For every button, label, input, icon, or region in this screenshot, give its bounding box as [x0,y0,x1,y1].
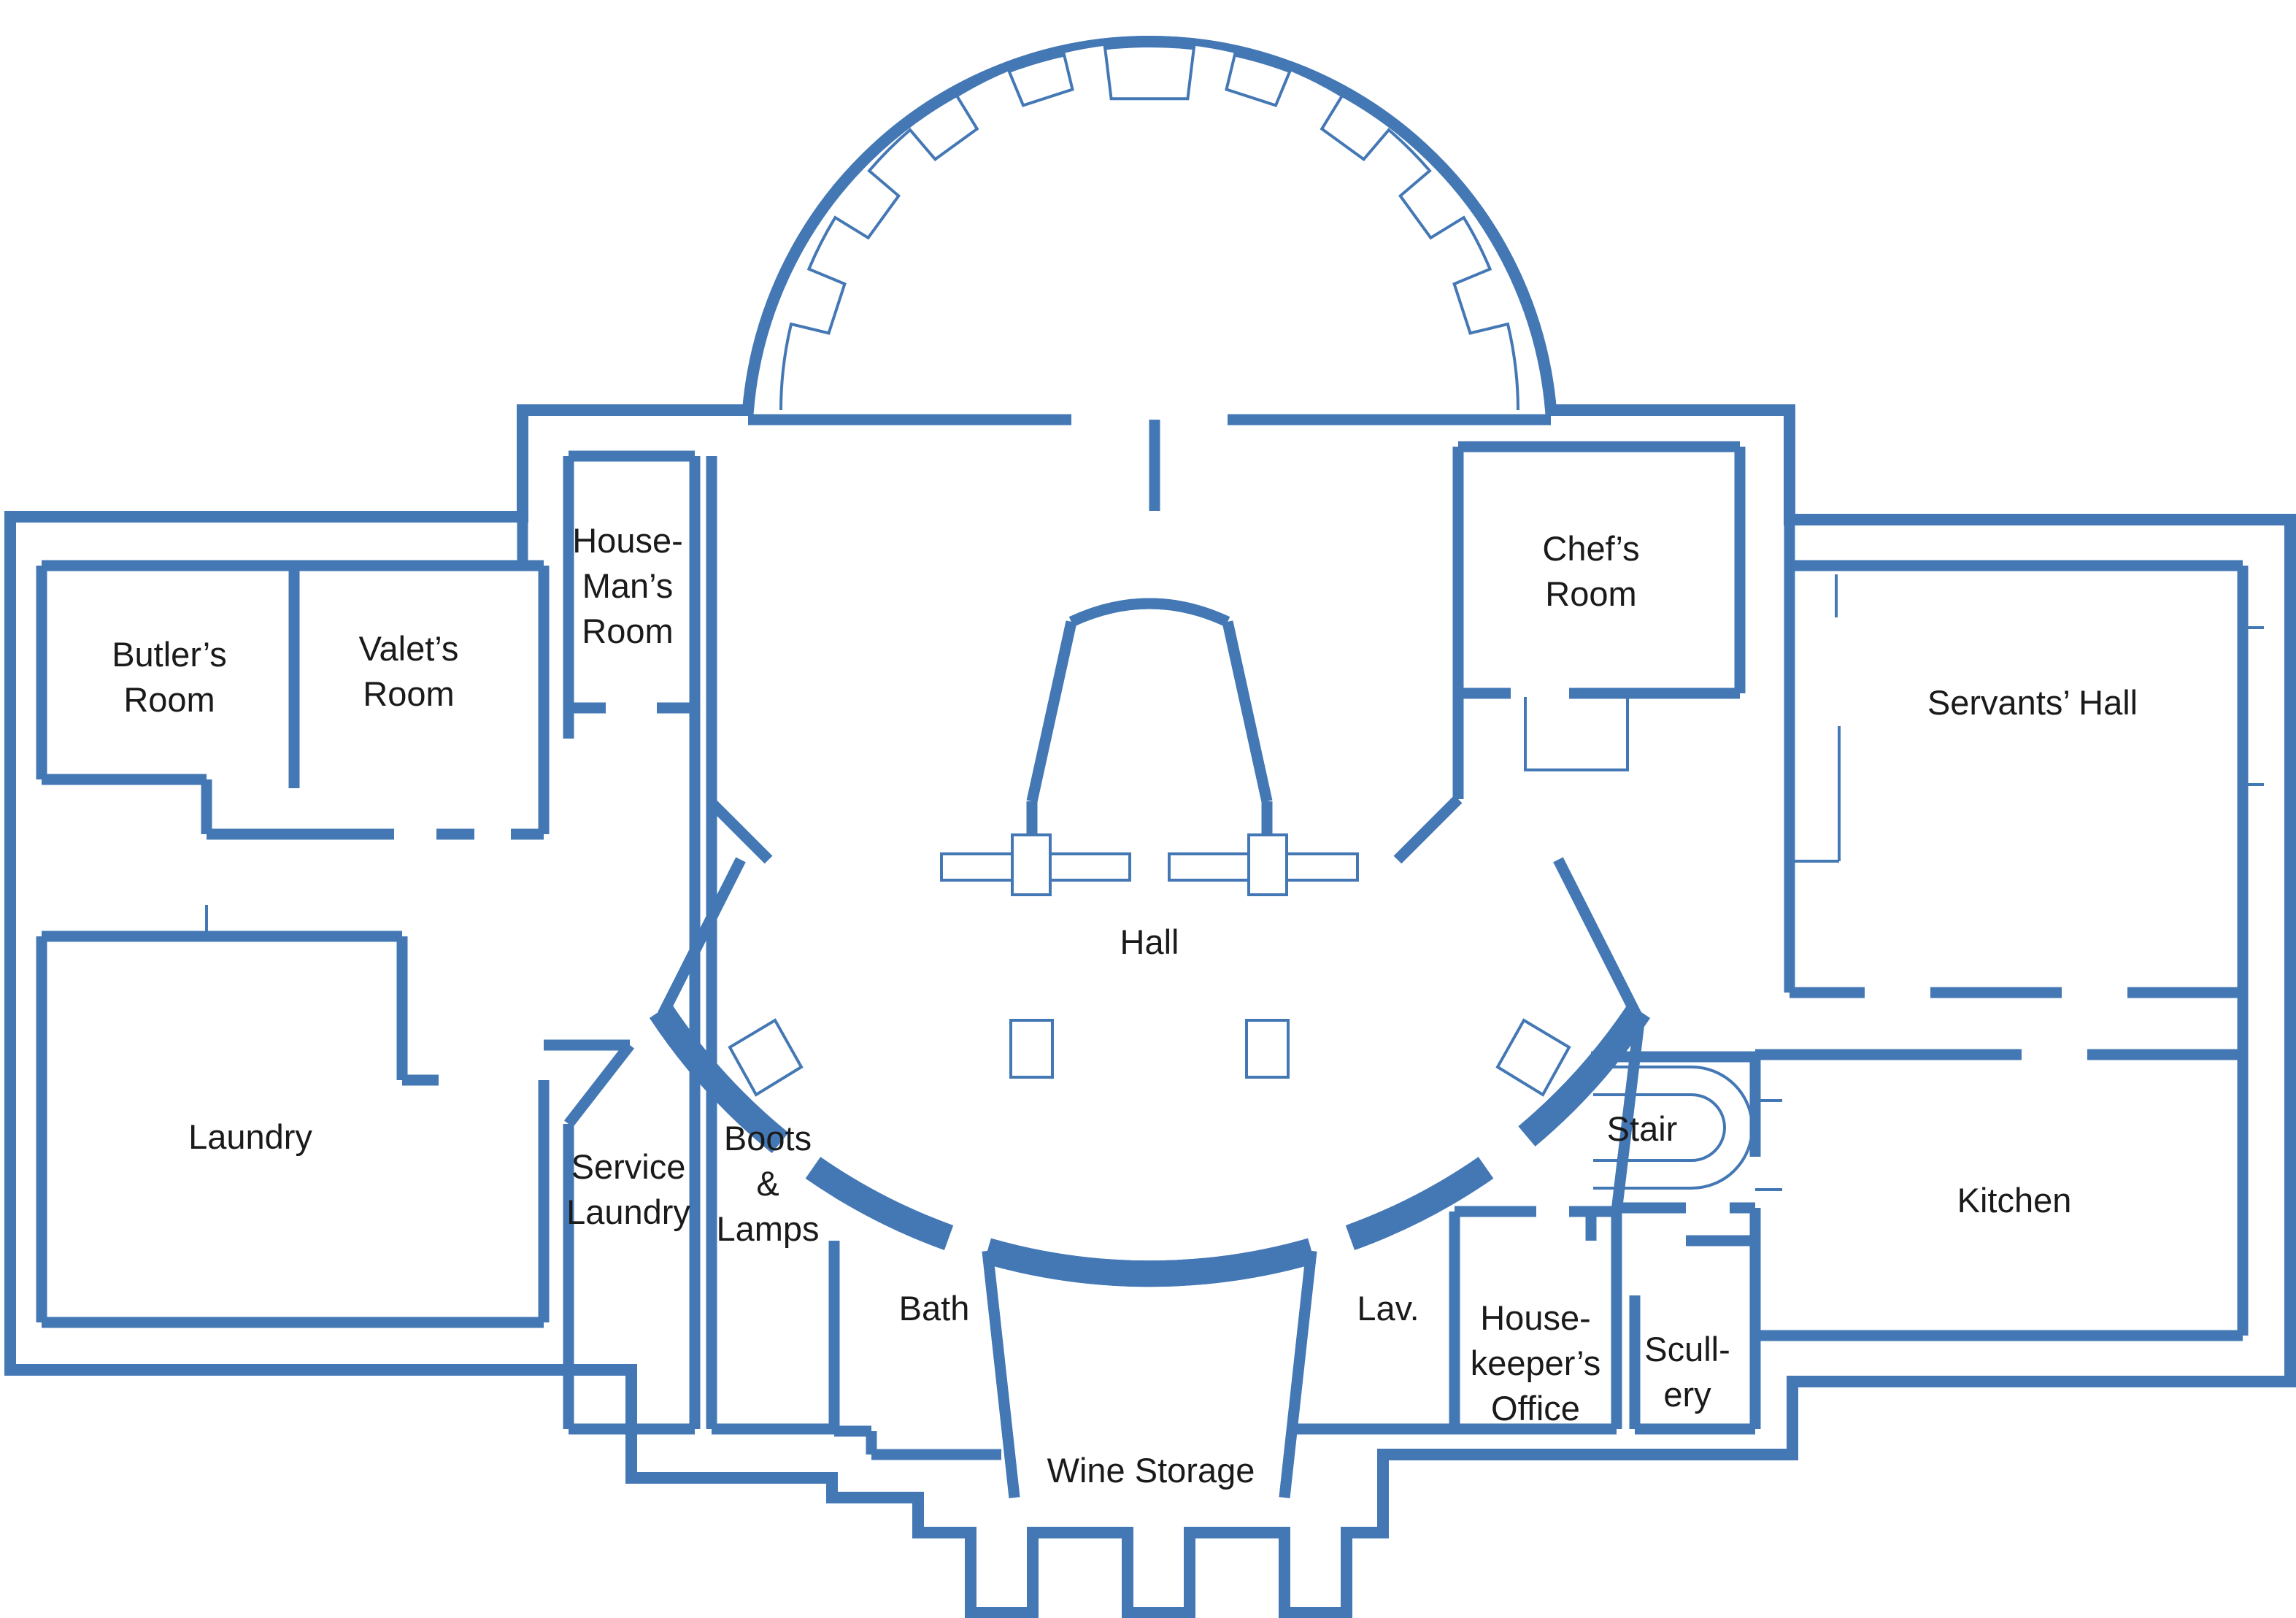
room-label-service-laundry: Service Laundry [566,1147,690,1231]
room-label-valets-room: Valet’s Room [358,628,459,713]
room-label-chefs-room: Chef’s Room [1542,528,1640,613]
room-label-bath: Bath [898,1288,970,1328]
room-label-wine-storage: Wine Storage [1047,1450,1255,1490]
interior-walls [36,414,2249,1498]
outer-walls [4,42,2296,1618]
hall-pillars [728,833,1571,1097]
portico-colonnade [779,42,1519,411]
room-label-house-mans-room: House- Man’s Room [572,520,683,651]
room-label-laundry: Laundry [188,1117,312,1156]
room-label-butlers-room: Butler’s Room [112,634,227,719]
room-label-servants-hall: Servants’ Hall [1927,682,2138,722]
room-label-hall: Hall [1120,922,1179,961]
room-label-scullery: Scull- ery [1644,1329,1730,1414]
room-label-lav: Lav. [1357,1288,1419,1328]
stair-icon [1593,1066,1754,1190]
room-label-kitchen: Kitchen [1957,1180,2072,1220]
room-label-housekeepers-office: House- keeper’s Office [1470,1298,1601,1428]
detail-lines [205,42,2264,1191]
room-label-stair: Stair [1606,1109,1678,1148]
room-label-boots-lamps: Boots & Lamps [716,1118,820,1249]
oval-hall-walls [660,1011,1639,1274]
